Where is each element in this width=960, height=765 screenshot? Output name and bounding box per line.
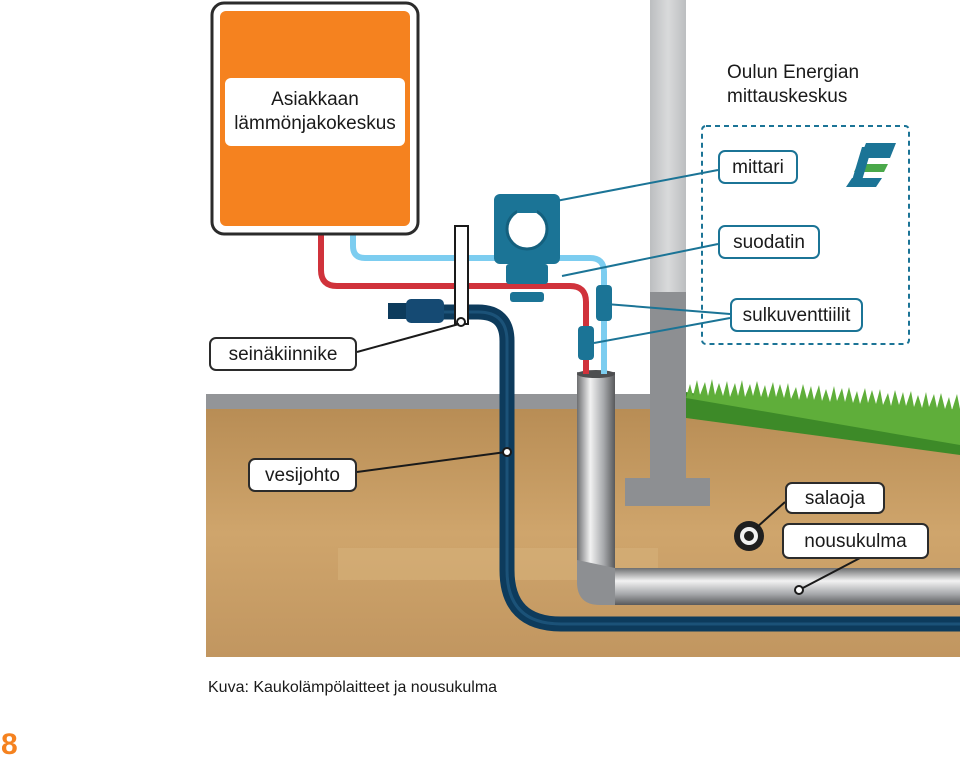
unit-title: Asiakkaan lämmönjakokeskus	[225, 78, 405, 146]
label-salaoja: salaoja	[785, 482, 885, 514]
grass	[686, 379, 960, 455]
label-sulkuventtiilit: sulkuventtiilit	[730, 298, 863, 332]
unit-title-line2: lämmönjakokeskus	[234, 113, 396, 134]
wall-bracket	[454, 225, 469, 327]
meter-center-box	[701, 125, 910, 345]
water-pipe-marker	[502, 447, 512, 457]
figure-caption: Kuva: Kaukolämpölaitteet ja nousukulma	[208, 679, 498, 696]
meter-center-line2: mittauskeskus	[727, 86, 848, 107]
label-suodatin: suodatin	[718, 225, 820, 259]
meter-center-heading: Oulun Energian mittauskeskus	[727, 61, 859, 109]
label-seinakiinnike: seinäkiinnike	[209, 337, 357, 371]
label-mittari: mittari	[718, 150, 798, 184]
label-vesijohto: vesijohto	[248, 458, 357, 492]
unit-title-line1: Asiakkaan	[271, 89, 359, 110]
leader-lines-dark	[356, 323, 861, 591]
leader-lines	[555, 169, 731, 344]
riser-bend	[577, 370, 960, 605]
oulun-energia-logo	[846, 143, 896, 187]
supply-pipe	[318, 226, 589, 374]
meter-center-line1: Oulun Energian	[727, 62, 860, 83]
label-nousukulma: nousukulma	[782, 523, 929, 559]
page-number: 8	[1, 728, 18, 761]
shutoff-valves	[578, 285, 612, 360]
riser-marker	[794, 585, 804, 595]
water-pipe	[388, 299, 960, 632]
return-pipe	[350, 226, 607, 374]
building-wall	[625, 0, 710, 506]
meter	[494, 194, 560, 302]
